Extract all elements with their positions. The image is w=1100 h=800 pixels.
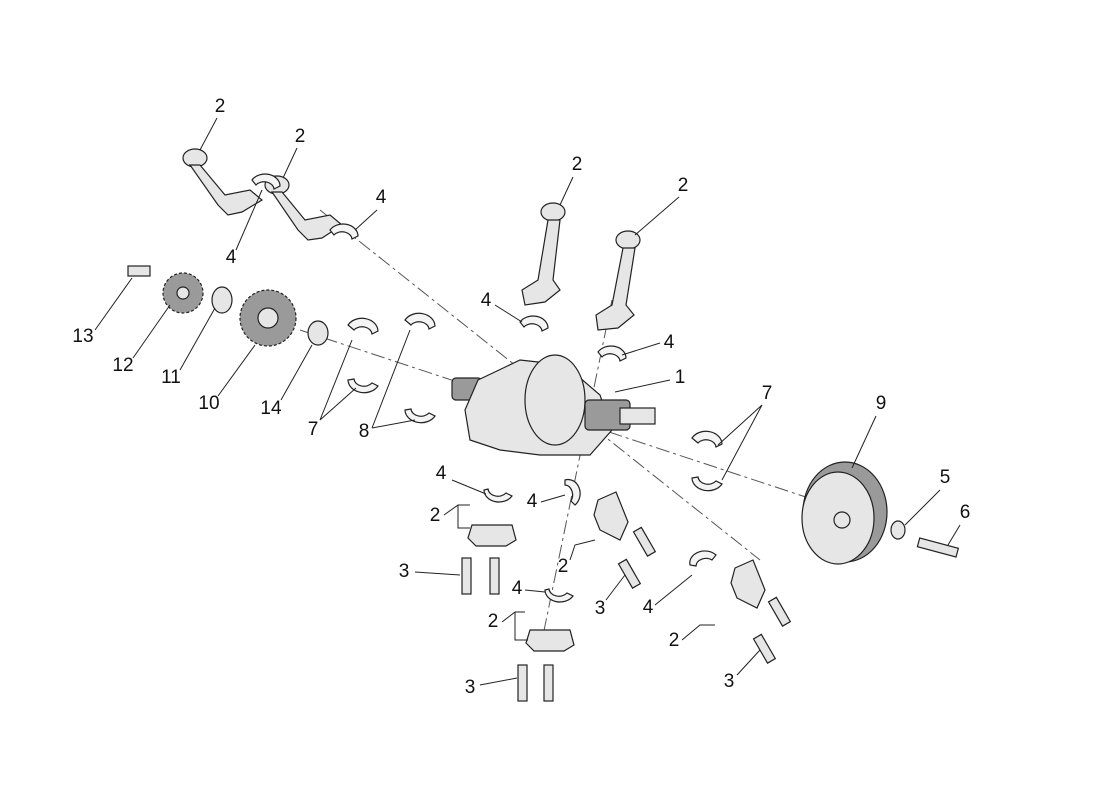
washer[interactable]	[890, 520, 906, 540]
conrod-bolt[interactable]	[517, 664, 528, 702]
conrod-cap[interactable]	[525, 629, 575, 652]
conrod-cap[interactable]	[593, 491, 629, 541]
callout-label: 11	[161, 367, 181, 388]
conrod-bolts	[461, 526, 792, 702]
callout-label: 10	[198, 393, 219, 414]
crankshaft[interactable]	[451, 354, 656, 456]
leader-lines	[94, 117, 961, 686]
callout-label: 2	[558, 556, 569, 577]
bearing-shells	[251, 173, 723, 603]
bearing-shell[interactable]	[251, 173, 281, 190]
callout-label: 4	[226, 247, 237, 268]
callout-label: 3	[595, 598, 606, 619]
callout-labels: 2 2 4 4 2 2 13 12 11 10 14 4 4 1 7 8 7 9…	[72, 96, 970, 698]
main-bearing-shell[interactable]	[691, 476, 723, 492]
callout-label: 4	[481, 290, 492, 311]
washer[interactable]	[211, 286, 233, 314]
snap-ring[interactable]	[307, 320, 329, 346]
conrod-bolt[interactable]	[489, 557, 500, 595]
flange-bolt[interactable]	[127, 265, 151, 277]
callout-label: 7	[762, 383, 773, 404]
main-bearing-shell[interactable]	[404, 312, 436, 330]
callout-label: 3	[724, 671, 735, 692]
callout-label: 2	[430, 505, 441, 526]
callout-label: 2	[295, 126, 306, 147]
conrod-cap[interactable]	[467, 524, 517, 547]
callout-label: 2	[669, 630, 680, 651]
callout-label: 4	[512, 578, 523, 599]
bearing-shell[interactable]	[329, 223, 359, 240]
conrod-caps	[467, 491, 766, 652]
main-bearing-shell[interactable]	[404, 408, 436, 424]
callout-label: 2	[488, 611, 499, 632]
callout-label: 13	[72, 326, 93, 347]
callout-label: 1	[675, 367, 686, 388]
callout-label: 2	[572, 154, 583, 175]
conrod-bolt[interactable]	[543, 664, 554, 702]
callout-label: 4	[664, 332, 675, 353]
bearing-shell[interactable]	[689, 550, 717, 567]
callout-label: 2	[215, 96, 226, 117]
callout-label: 4	[436, 463, 447, 484]
conrod-bolt[interactable]	[632, 526, 657, 557]
callout-label: 14	[260, 398, 282, 419]
callout-label: 12	[112, 355, 133, 376]
flywheel[interactable]	[801, 461, 888, 565]
main-bearing-shell[interactable]	[347, 378, 379, 394]
flywheel-bolt[interactable]	[916, 537, 960, 558]
timing-gears	[127, 265, 329, 347]
callout-label: 3	[399, 561, 410, 582]
callout-label: 7	[308, 419, 319, 440]
callout-label: 2	[678, 175, 689, 196]
conrod-bolt[interactable]	[617, 558, 642, 589]
callout-label: 5	[940, 467, 951, 488]
callout-label: 4	[527, 491, 538, 512]
main-bearing-shell[interactable]	[691, 430, 723, 448]
bearing-shell[interactable]	[544, 588, 574, 603]
conrod-1[interactable]	[182, 148, 264, 216]
vertical-axis-line	[539, 299, 613, 651]
conrod-4[interactable]	[595, 230, 641, 331]
conrod-bolt[interactable]	[752, 633, 777, 664]
bearing-shell[interactable]	[597, 345, 627, 362]
conrod-bolt[interactable]	[461, 557, 472, 595]
bearing-shell[interactable]	[564, 478, 581, 506]
conrod-cap[interactable]	[730, 559, 766, 609]
callout-label: 6	[960, 502, 971, 523]
conrod-3[interactable]	[521, 202, 566, 306]
conrod-bolt[interactable]	[767, 596, 792, 627]
callout-label: 4	[643, 597, 654, 618]
callout-label: 9	[876, 393, 887, 414]
bearing-shell[interactable]	[483, 488, 513, 503]
main-bearing-shell[interactable]	[347, 317, 379, 335]
callout-label: 3	[465, 677, 476, 698]
callout-label: 8	[359, 421, 370, 442]
bearing-shell[interactable]	[519, 315, 549, 332]
callout-label: 4	[376, 187, 387, 208]
